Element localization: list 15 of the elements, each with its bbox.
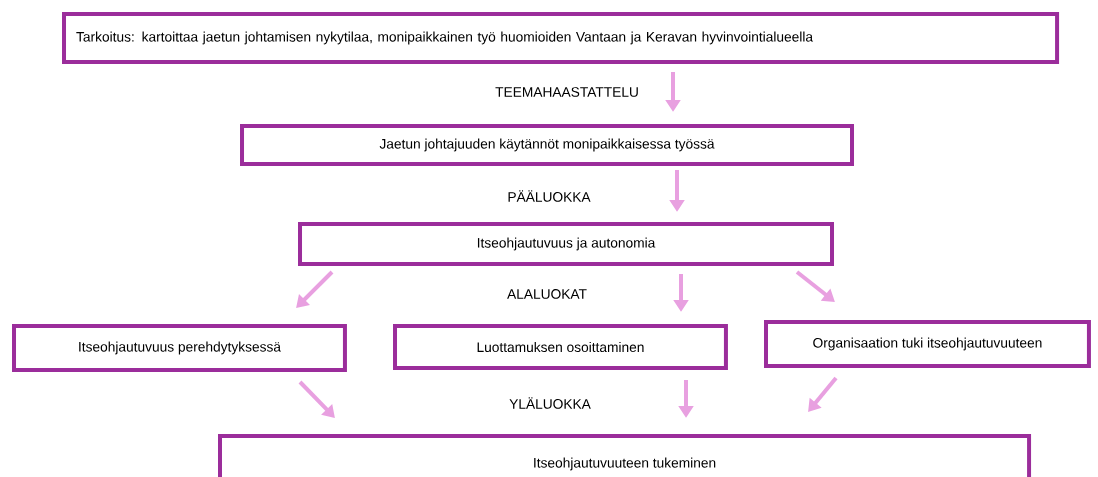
arrow bbox=[296, 270, 334, 308]
level-label: YLÄLUOKKA bbox=[509, 397, 591, 409]
process-box: Itseohjautuvuuteen tukeminen bbox=[218, 434, 1032, 477]
arrow bbox=[795, 270, 835, 302]
process-box: Itseohjautuvuus ja autonomia bbox=[298, 222, 834, 266]
arrow bbox=[808, 376, 838, 412]
arrow bbox=[298, 380, 335, 418]
process-box: Luottamuksen osoittaminen bbox=[393, 324, 728, 370]
level-label: ALALUOKAT bbox=[507, 289, 587, 299]
process-box: Jaetun johtajuuden käytännöt monipaikkaisessa työssä bbox=[240, 124, 854, 166]
process-box: Itseohjautuvuus perehdytyksessä bbox=[12, 324, 347, 372]
level-label: TEEMAHAASTATTELU bbox=[495, 87, 638, 97]
process-box: Organisaation tuki itseohjautuvuuteen bbox=[764, 320, 1091, 368]
level-label: PÄÄLUOKKA bbox=[508, 190, 591, 202]
process-box: Tarkoitus: kartoittaa jaetun johtamisen nykytilaa, monipaikkainen työ huomioiden Vantaan ja Keravan hyvinvointialueella bbox=[62, 12, 1060, 64]
